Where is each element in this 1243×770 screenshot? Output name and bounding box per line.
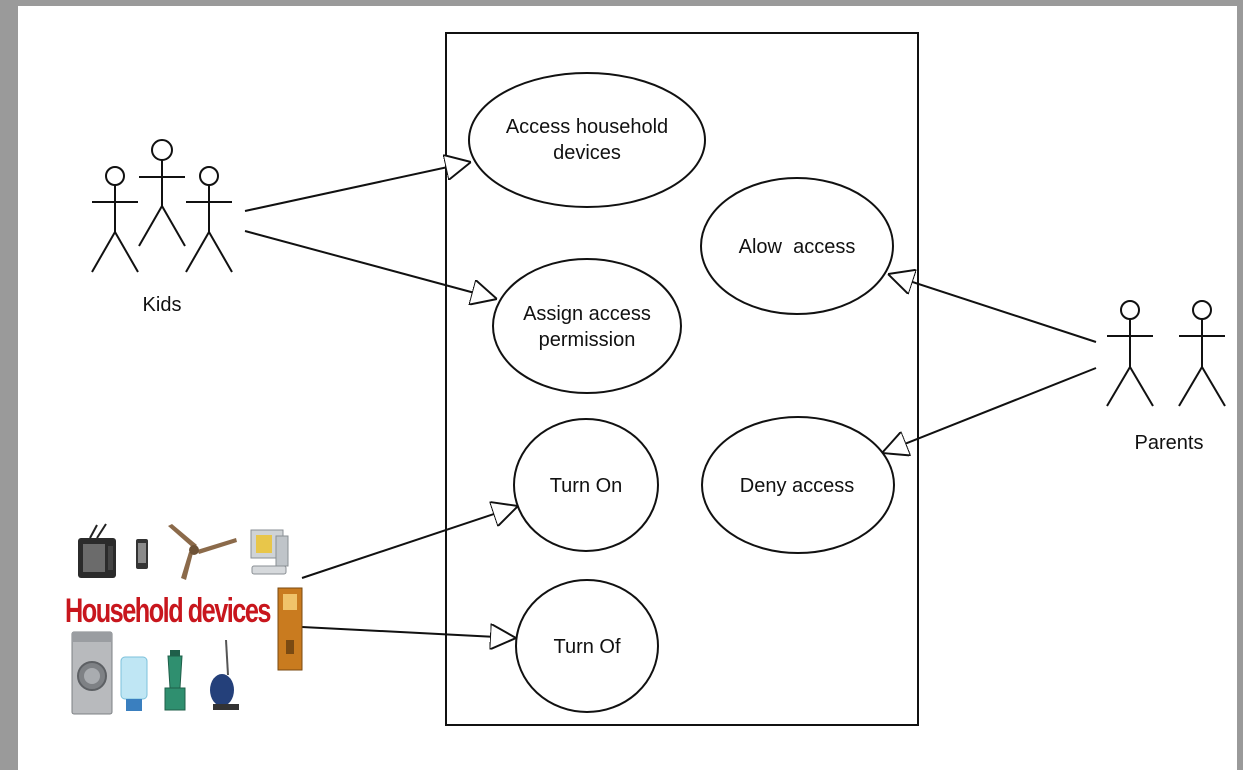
- vacuum-cleaner-icon: [210, 639, 239, 710]
- kid-figure-2: [138, 139, 186, 247]
- water-cooler-icon: [277, 587, 303, 671]
- tv-icon: [78, 523, 116, 578]
- arrow-devices-to-turn-off: [301, 627, 516, 638]
- actor-parents[interactable]: [1106, 300, 1226, 407]
- use-case-access-line2: devices: [553, 142, 621, 164]
- phone-icon: [136, 539, 148, 569]
- ceiling-fan-icon: [168, 524, 237, 580]
- arrow-parents-to-allow: [888, 274, 1097, 343]
- actor-household-devices[interactable]: Household devices: [65, 523, 303, 715]
- actor-kids[interactable]: [91, 139, 233, 273]
- use-case-assign-line2: permission: [539, 329, 636, 351]
- actor-kids-label: Kids: [143, 294, 182, 316]
- use-case-allow-access[interactable]: Alow access: [700, 177, 894, 315]
- use-case-deny-access[interactable]: Deny access: [701, 416, 895, 554]
- system-boundary: [445, 32, 919, 726]
- water-purifier-icon: [120, 656, 148, 711]
- washing-machine-icon: [71, 631, 113, 715]
- parent-figure-1: [1106, 300, 1154, 407]
- use-case-turn-on[interactable]: Turn On: [513, 418, 659, 552]
- use-case-turn-on-label: Turn On: [550, 475, 623, 497]
- household-devices-title: Household devices: [65, 592, 271, 630]
- kid-figure-1: [91, 166, 139, 273]
- use-case-access-household-devices[interactable]: Access household devices: [468, 72, 706, 208]
- parent-figure-2: [1178, 300, 1226, 407]
- computer-icon: [250, 529, 289, 575]
- mixer-icon: [164, 650, 186, 711]
- arrow-devices-to-turn-on: [301, 506, 518, 579]
- use-case-turn-off-label: Turn Of: [553, 636, 620, 658]
- use-case-turn-off[interactable]: Turn Of: [515, 579, 659, 713]
- arrow-parents-to-deny: [882, 367, 1097, 453]
- use-case-assign-access-permission[interactable]: Assign access permission: [492, 258, 682, 394]
- diagram-canvas: Access household devices Assign access p…: [18, 6, 1237, 770]
- actor-parents-label: Parents: [1135, 432, 1204, 454]
- arrow-kids-to-assign: [244, 230, 497, 299]
- kid-figure-3: [185, 166, 233, 273]
- arrow-kids-to-access: [244, 162, 471, 212]
- use-case-deny-label: Deny access: [740, 475, 855, 497]
- use-case-allow-label: Alow access: [739, 236, 856, 258]
- use-case-assign-line1: Assign access: [523, 303, 651, 325]
- use-case-access-line1: Access household: [506, 116, 668, 138]
